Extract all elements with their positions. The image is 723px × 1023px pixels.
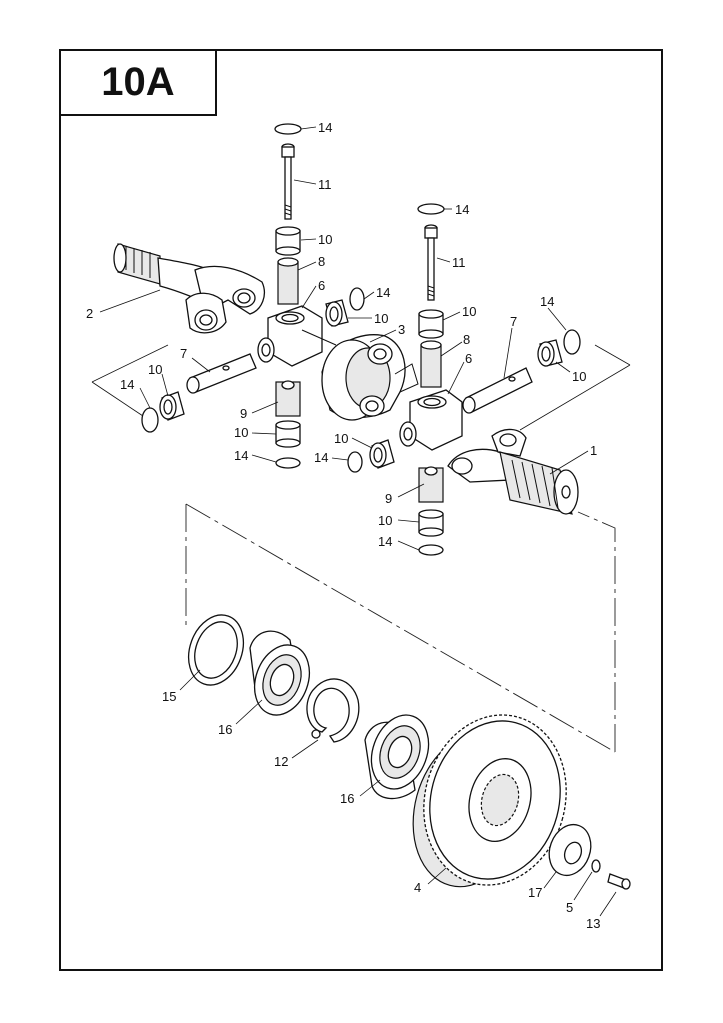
bearing-cup-10	[418, 309, 444, 339]
part-label: 6	[318, 278, 325, 293]
seal-ring-14	[418, 544, 444, 556]
part-label: 14	[318, 120, 332, 135]
part-label: 16	[218, 722, 232, 737]
bearing-block-9	[418, 466, 444, 503]
part-label: 13	[586, 916, 600, 931]
cap-seal-14	[417, 203, 445, 215]
seal-ring-14	[347, 451, 363, 473]
cap-screw-11	[424, 224, 438, 301]
part-label: 7	[510, 314, 517, 329]
ball-bearing-16	[364, 714, 430, 800]
assembly-line	[519, 344, 631, 431]
bearing-cup-10	[275, 420, 301, 448]
part-label: 9	[240, 406, 247, 421]
lock-washer-5	[591, 859, 601, 873]
trunnion-8	[420, 340, 442, 388]
part-label: 10	[334, 431, 348, 446]
shaft-pin-7	[462, 367, 533, 414]
part-label: 14	[378, 534, 392, 549]
part-label: 10	[374, 311, 388, 326]
part-label: 6	[465, 351, 472, 366]
shaft-pin-7	[186, 353, 257, 394]
part-label: 12	[274, 754, 288, 769]
part-label: 3	[398, 322, 405, 337]
spider-cross-6	[399, 389, 463, 451]
part-label: 16	[340, 791, 354, 806]
part-label: 7	[180, 346, 187, 361]
bearing-cup-10	[159, 391, 185, 421]
assembly-line	[185, 503, 616, 753]
spur-gear-4	[412, 714, 567, 888]
part-label: 14	[120, 377, 134, 392]
part-label: 10	[148, 362, 162, 377]
cap-screw-11	[281, 143, 295, 220]
yoke-shaft-1	[447, 428, 579, 515]
seal-ring-15	[187, 614, 245, 686]
part-label: 10	[378, 513, 392, 528]
part-label: 8	[318, 254, 325, 269]
seal-ring-14	[141, 407, 159, 433]
part-label: 17	[528, 885, 542, 900]
part-label: 15	[162, 689, 176, 704]
part-label: 14	[540, 294, 554, 309]
part-label: 11	[318, 177, 332, 192]
assembly-line	[577, 511, 616, 752]
thrust-washer-17	[548, 823, 592, 877]
seal-ring-14	[275, 457, 301, 469]
yoke-shaft-2	[113, 243, 265, 334]
part-label: 5	[566, 900, 573, 915]
snap-ring-12	[306, 678, 360, 743]
seal-ring-14	[349, 287, 365, 311]
part-label: 10	[462, 304, 476, 319]
cap-seal-14	[274, 123, 302, 135]
part-label: 1	[590, 443, 597, 458]
part-label: 9	[385, 491, 392, 506]
bearing-cup-10	[369, 439, 395, 469]
drawing-frame	[59, 49, 663, 971]
part-label: 8	[463, 332, 470, 347]
seal-ring-14	[563, 329, 581, 355]
part-label: 14	[314, 450, 328, 465]
assembly-line	[91, 344, 169, 419]
leader-lines	[99, 126, 617, 917]
part-label: 10	[572, 369, 586, 384]
part-label: 10	[234, 425, 248, 440]
figure-id: 10A	[101, 60, 175, 104]
part-label: 2	[86, 306, 93, 321]
bearing-cup-10	[537, 339, 563, 367]
part-label: 14	[234, 448, 248, 463]
trunnion-8	[277, 257, 299, 305]
part-label: 4	[414, 880, 421, 895]
spider-cross-6	[257, 305, 337, 367]
part-label: 14	[455, 202, 469, 217]
bearing-cup-10	[418, 509, 444, 537]
bearing-cup-10	[325, 299, 349, 327]
bearing-cup-10	[275, 226, 301, 256]
part-label: 10	[318, 232, 332, 247]
cap-screw-13	[607, 873, 631, 890]
part-label: 14	[376, 285, 390, 300]
figure-id-box: 10A	[59, 49, 217, 116]
bearing-block-9	[275, 380, 301, 417]
part-label: 11	[452, 255, 466, 270]
ball-bearing-16	[249, 630, 311, 716]
center-double-yoke-3	[321, 334, 419, 421]
